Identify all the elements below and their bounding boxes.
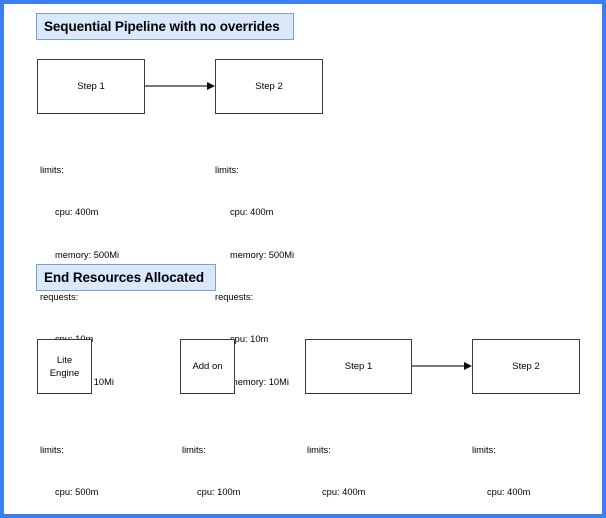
node-add-on[interactable]: Add on: [180, 339, 235, 394]
arrow-step1-to-step2-top: [145, 81, 215, 91]
node-step-1-top[interactable]: Step 1: [37, 59, 145, 114]
limits-cpu: cpu: 100m: [197, 487, 241, 498]
limits-cpu: cpu: 400m: [322, 487, 366, 498]
node-label: Step 1: [77, 81, 105, 92]
node-label: Add on: [192, 361, 223, 372]
node-step-2-top[interactable]: Step 2: [215, 59, 323, 114]
resource-spec-lite-engine: limits: cpu: 500m memory: 600Mi requests…: [40, 415, 119, 514]
node-label-line-2: Engine: [49, 367, 80, 379]
node-label: Step 2: [255, 81, 283, 92]
limits-memory: memory: 500Mi: [55, 249, 120, 260]
node-step-1-bottom[interactable]: Step 1: [305, 339, 412, 394]
limits-label: limits:: [40, 165, 64, 176]
limits-label: limits:: [40, 445, 64, 456]
resource-spec-step-1-bottom: limits: cpu: 400m memory: 500Mi requests…: [307, 415, 386, 514]
limits-label: limits:: [307, 445, 331, 456]
resource-spec-step-2-top: limits: cpu: 400m memory: 500Mi requests…: [215, 135, 294, 417]
section-banner-sequential-pipeline: Sequential Pipeline with no overrides: [36, 13, 294, 40]
requests-memory: memory: 10Mi: [230, 376, 289, 387]
limits-cpu: cpu: 400m: [230, 207, 274, 218]
requests-label: requests:: [215, 292, 254, 303]
node-label: Step 2: [512, 361, 540, 372]
limits-memory: memory: 500Mi: [230, 249, 295, 260]
limits-cpu: cpu: 500m: [55, 487, 99, 498]
resource-spec-add-on: limits: cpu: 100m memory: 100Mi requests…: [182, 415, 261, 514]
limits-label: limits:: [472, 445, 496, 456]
node-step-2-bottom[interactable]: Step 2: [472, 339, 580, 394]
requests-cpu: cpu: 10m: [230, 334, 269, 345]
limits-cpu: cpu: 400m: [55, 207, 99, 218]
section-banner-end-resources-allocated: End Resources Allocated: [36, 264, 216, 291]
arrow-step1-to-step2-bottom: [412, 361, 472, 371]
limits-label: limits:: [182, 445, 206, 456]
limits-cpu: cpu: 400m: [487, 487, 531, 498]
resource-spec-step-2-bottom: limits: cpu: 400m memory: 500Mi requests…: [472, 415, 551, 514]
requests-label: requests:: [40, 292, 79, 303]
node-label: Step 1: [344, 361, 373, 372]
node-lite-engine[interactable]: Lite Engine: [37, 339, 92, 394]
node-label-line-1: Lite: [56, 354, 73, 366]
limits-label: limits:: [215, 165, 239, 176]
